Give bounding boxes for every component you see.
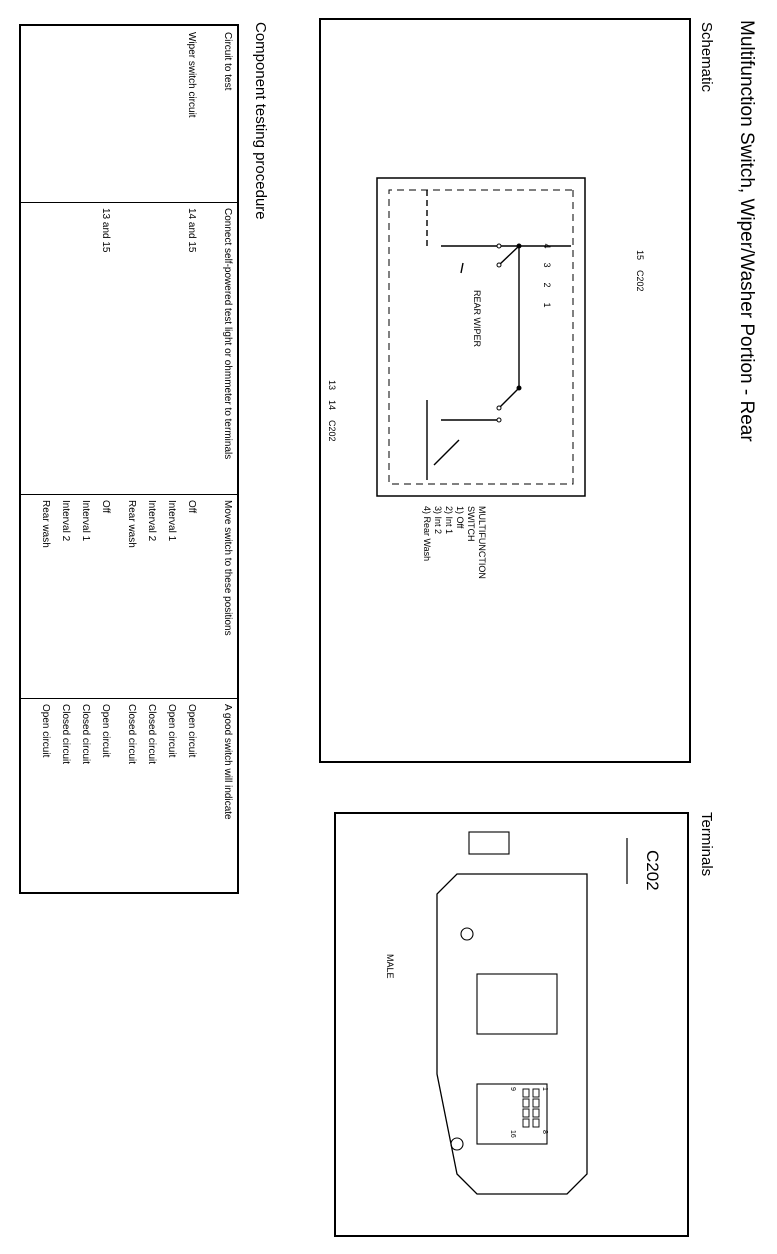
c202-connector-drawing: C202 MALE 1 8 9 16: [385, 831, 662, 1195]
result-cell: Closed circuit: [60, 704, 71, 765]
legend-item: 2) Int 1: [444, 506, 454, 534]
wire-label-14: 14: [327, 400, 337, 410]
table-divider: [21, 202, 237, 203]
position-cell: Interval 1: [166, 500, 177, 542]
procedure-heading: Component testing procedure: [252, 22, 269, 220]
result-cell: Closed circuit: [126, 704, 137, 765]
position-cell: Off: [100, 500, 111, 514]
result-cell: Open circuit: [166, 704, 177, 758]
pin-label-2: 2: [542, 282, 552, 287]
result-cell: Closed circuit: [80, 704, 91, 765]
table-divider: [21, 494, 237, 495]
column-header: Circuit to test: [222, 32, 233, 91]
pin-label-3: 3: [542, 262, 552, 267]
terminals-box: C202 MALE 1 8 9 16: [334, 812, 689, 1237]
position-cell: Interval 2: [60, 500, 71, 542]
wire-label-15: 15: [635, 250, 645, 260]
terminal-pin-8-label: 8: [541, 1130, 548, 1134]
position-cell: Off: [186, 500, 197, 514]
legend-item: 4) Rear Wash: [422, 506, 432, 561]
schematic-heading: Schematic: [698, 22, 715, 93]
terminal-pin-16-label: 16: [509, 1130, 516, 1138]
column-header: Connect self-powered test light or ohmme…: [222, 208, 233, 460]
rear-wiper-label: REAR WIPER: [472, 290, 482, 348]
connector-label-top: C202: [635, 270, 645, 292]
terminal-pin-9-label: 9: [509, 1087, 516, 1091]
page-title: Multifunction Switch, Wiper/Washer Porti…: [736, 20, 757, 442]
result-cell: Closed circuit: [146, 704, 157, 765]
gender-label: MALE: [385, 954, 395, 979]
legend-item: 1) Off: [455, 506, 465, 529]
terminals-cell: 13 and 15: [100, 208, 111, 253]
result-cell: Open circuit: [100, 704, 111, 758]
position-cell: Rear wash: [40, 500, 51, 548]
legend-title: MULTIFUNCTION: [477, 506, 487, 579]
table-divider: [21, 698, 237, 699]
testing-procedure-table: Circuit to test Connect self-powered tes…: [19, 24, 239, 894]
result-cell: Open circuit: [186, 704, 197, 758]
position-cell: Interval 1: [80, 500, 91, 542]
pin-label-4: 4: [542, 243, 552, 248]
schematic-box: 4 3 2 1 15 C202 13 14 C202 REAR WIPER MU…: [319, 18, 691, 763]
terminal-pin-1-label: 1: [541, 1087, 548, 1091]
position-cell: Interval 2: [146, 500, 157, 542]
wiper-switch-schematic: 4 3 2 1 15 C202 13 14 C202 REAR WIPER MU…: [327, 177, 645, 579]
result-cell: Open circuit: [40, 704, 51, 758]
terminals-heading: Terminals: [698, 812, 715, 877]
terminals-cell: 14 and 15: [186, 208, 197, 253]
legend-sub: SWITCH: [466, 506, 476, 542]
position-cell: Rear wash: [126, 500, 137, 548]
column-header: A good switch will indicate: [222, 704, 233, 820]
pin-label-1: 1: [542, 302, 552, 307]
column-header: Move switch to these positions: [222, 500, 233, 636]
legend-item: 3) Int 2: [433, 506, 443, 534]
connector-id-label: C202: [643, 850, 662, 891]
wire-label-13: 13: [327, 380, 337, 390]
circuit-cell: Wiper switch circuit: [186, 32, 197, 118]
connector-label-bottom: C202: [327, 420, 337, 442]
